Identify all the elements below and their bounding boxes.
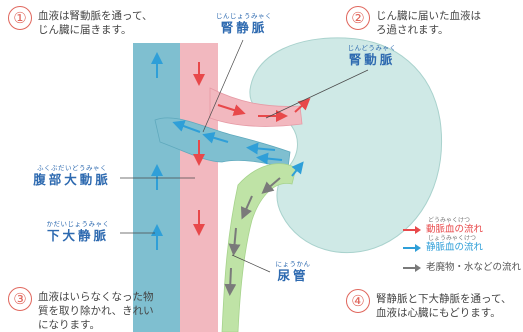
step-1: ① 血液は腎動脈を通って、 じん臓に届きます。: [8, 6, 152, 37]
step-text: じん臓に届いた血液は ろ過されます。: [376, 9, 481, 37]
label-ruby: にょうかん: [264, 260, 322, 268]
label-abdominal-aorta: ふくぶだいどうみゃく 腹部大動脈: [24, 164, 120, 187]
step-text: 血液はいらなくなった物 質を取り除かれ、きれい になります。: [38, 290, 154, 332]
red-arrow-icon: [402, 225, 422, 235]
label-inferior-vena-cava: かだいじょうみゃく 下大静脈: [36, 220, 120, 243]
step-number: ④: [346, 289, 370, 313]
legend-label: じょうみゃくけつ静脈血の流れ: [426, 242, 483, 253]
step-4: ④ 腎静脈と下大静脈を通って、 血液は心臓にもどります。: [346, 289, 511, 320]
gray-arrow-icon: [402, 263, 422, 273]
blue-arrow-icon: [402, 243, 422, 253]
gray-arrow-icon: [230, 268, 231, 290]
label-ruby: じんどうみゃく: [336, 44, 408, 52]
legend-ruby: じょうみゃくけつ: [428, 233, 476, 244]
step-text: 腎静脈と下大静脈を通って、 血液は心臓にもどります。: [376, 292, 511, 320]
label-ruby: かだいじょうみゃく: [36, 220, 120, 228]
label-ureter: にょうかん 尿管: [264, 260, 322, 283]
step-text: 血液は腎動脈を通って、 じん臓に届きます。: [38, 9, 152, 37]
label-main: 腎動脈: [336, 52, 408, 67]
label-renal-vein: じんじょうみゃく 腎静脈: [208, 12, 280, 35]
step-number: ③: [8, 287, 32, 311]
step-number: ②: [346, 6, 370, 30]
step-number: ①: [8, 6, 32, 30]
legend-item-waste: 老廃物・水などの流れ: [402, 262, 521, 273]
step-2: ② じん臓に届いた血液は ろ過されます。: [346, 6, 481, 37]
label-main: 下大静脈: [36, 228, 120, 243]
label-renal-artery: じんどうみゃく 腎動脈: [336, 44, 408, 67]
legend-ruby: どうみゃくけつ: [428, 215, 470, 226]
abdominal-aorta: [180, 43, 218, 332]
step-3: ③ 血液はいらなくなった物 質を取り除かれ、きれい になります。: [8, 287, 154, 332]
label-ruby: ふくぶだいどうみゃく: [24, 164, 120, 172]
label-ruby: じんじょうみゃく: [208, 12, 280, 20]
legend-item-vein: じょうみゃくけつ静脈血の流れ: [402, 242, 483, 253]
legend-label: 老廃物・水などの流れ: [426, 262, 521, 273]
label-main: 腎静脈: [208, 20, 280, 35]
label-main: 腹部大動脈: [24, 172, 120, 187]
label-main: 尿管: [264, 268, 322, 283]
kidney-shape: [250, 38, 442, 253]
